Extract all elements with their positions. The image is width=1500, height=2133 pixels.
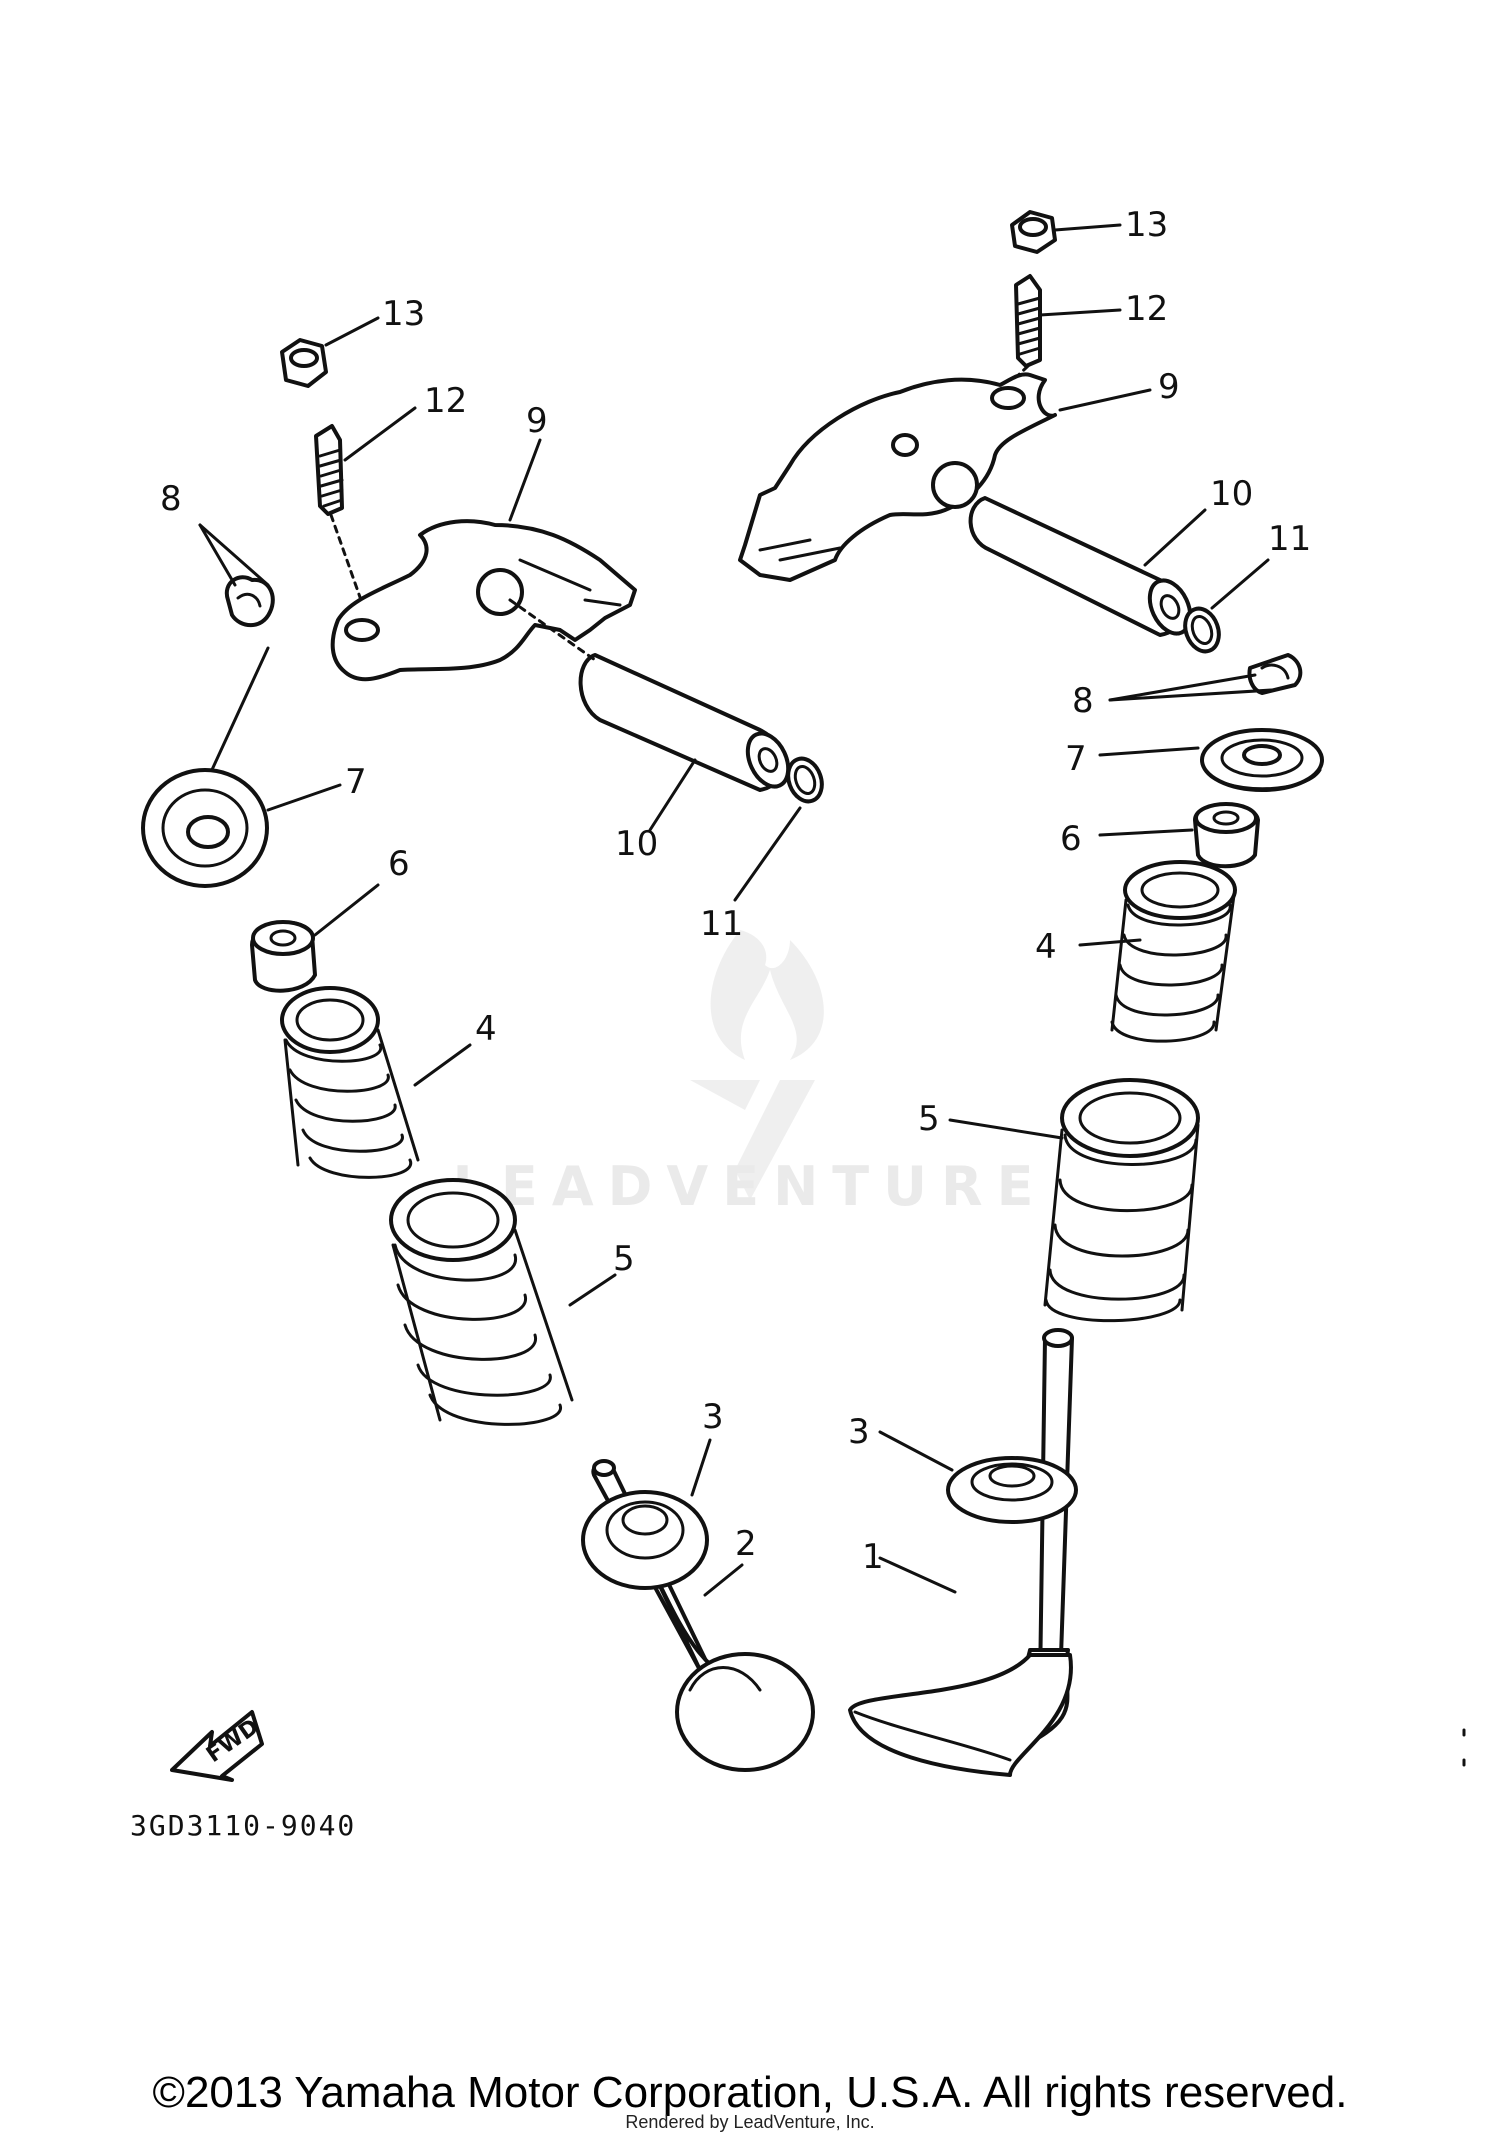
rocker-arm-9-left: [330, 519, 637, 682]
callout-3-right: 3: [848, 1412, 870, 1452]
callout-4-left: 4: [475, 1009, 497, 1049]
leadventure-watermark: LEADVENTURE: [453, 930, 1048, 1218]
outer-valve-spring-5-right: [1043, 1078, 1200, 1323]
callout-2-left: 2: [735, 1524, 757, 1564]
callout-4-right: 4: [1035, 927, 1057, 967]
callout-3-left: 3: [702, 1397, 724, 1437]
valve-cotter-8-right: [1247, 653, 1303, 695]
outer-valve-spring-5-left: [389, 1178, 574, 1426]
callout-7-right: 7: [1065, 739, 1087, 779]
valve-cotter-8-left: [224, 575, 275, 628]
rocker-shaft-10-left: [578, 653, 791, 792]
adjusting-screw-12-right: [1014, 274, 1042, 368]
callout-10-left: 10: [615, 824, 658, 864]
callout-6-left: 6: [388, 844, 410, 884]
valve-stem-seal-6-right: [1193, 802, 1260, 869]
nut-13-left: [280, 338, 328, 388]
rocker-arm-9-right: [738, 372, 1057, 582]
callout-12-right: 12: [1125, 289, 1168, 329]
valve-stem-seal-6-left: [250, 920, 317, 993]
fwd-arrow-icon: FWD: [170, 1710, 264, 1782]
adjusting-screw-12-left: [314, 424, 344, 516]
nut-13-right: [1010, 210, 1057, 254]
intake-valve-1: [848, 1328, 1074, 1777]
callout-5-right: 5: [918, 1099, 940, 1139]
callout-11-right: 11: [1268, 519, 1311, 559]
drawing-code: 3GD3110-9040: [130, 1809, 356, 1842]
rendered-by-notice: Rendered by LeadVenture, Inc.: [625, 2112, 875, 2132]
callout-9-right: 9: [1158, 367, 1180, 407]
spring-retainer-7-left: [141, 768, 269, 888]
inner-valve-spring-4-left: [280, 986, 420, 1179]
callout-10-right: 10: [1210, 474, 1253, 514]
valve-guide-seat-3-right: [946, 1456, 1078, 1524]
callout-13-right: 13: [1125, 205, 1168, 245]
spring-retainer-7-right: [1200, 728, 1324, 792]
callout-8-left: 8: [160, 479, 182, 519]
copyright-notice: ©2013 Yamaha Motor Corporation, U.S.A. A…: [152, 2068, 1348, 2117]
callout-9-left: 9: [526, 401, 548, 441]
callout-13-left: 13: [382, 294, 425, 334]
callout-5-left: 5: [613, 1239, 635, 1279]
watermark-text: LEADVENTURE: [453, 1155, 1048, 1218]
callout-11-left: 11: [700, 904, 743, 944]
callout-6-right: 6: [1060, 819, 1082, 859]
callout-1-right: 1: [862, 1537, 884, 1577]
o-ring-11-right: [1183, 606, 1221, 654]
rocker-shaft-10-right: [968, 496, 1193, 637]
callout-8-right: 8: [1072, 681, 1094, 721]
inner-valve-spring-4-right: [1110, 860, 1237, 1043]
valve-guide-seat-3-left: [581, 1490, 709, 1590]
callout-12-left: 12: [424, 381, 467, 421]
o-ring-11-left: [786, 756, 824, 804]
callout-7-left: 7: [345, 762, 367, 802]
